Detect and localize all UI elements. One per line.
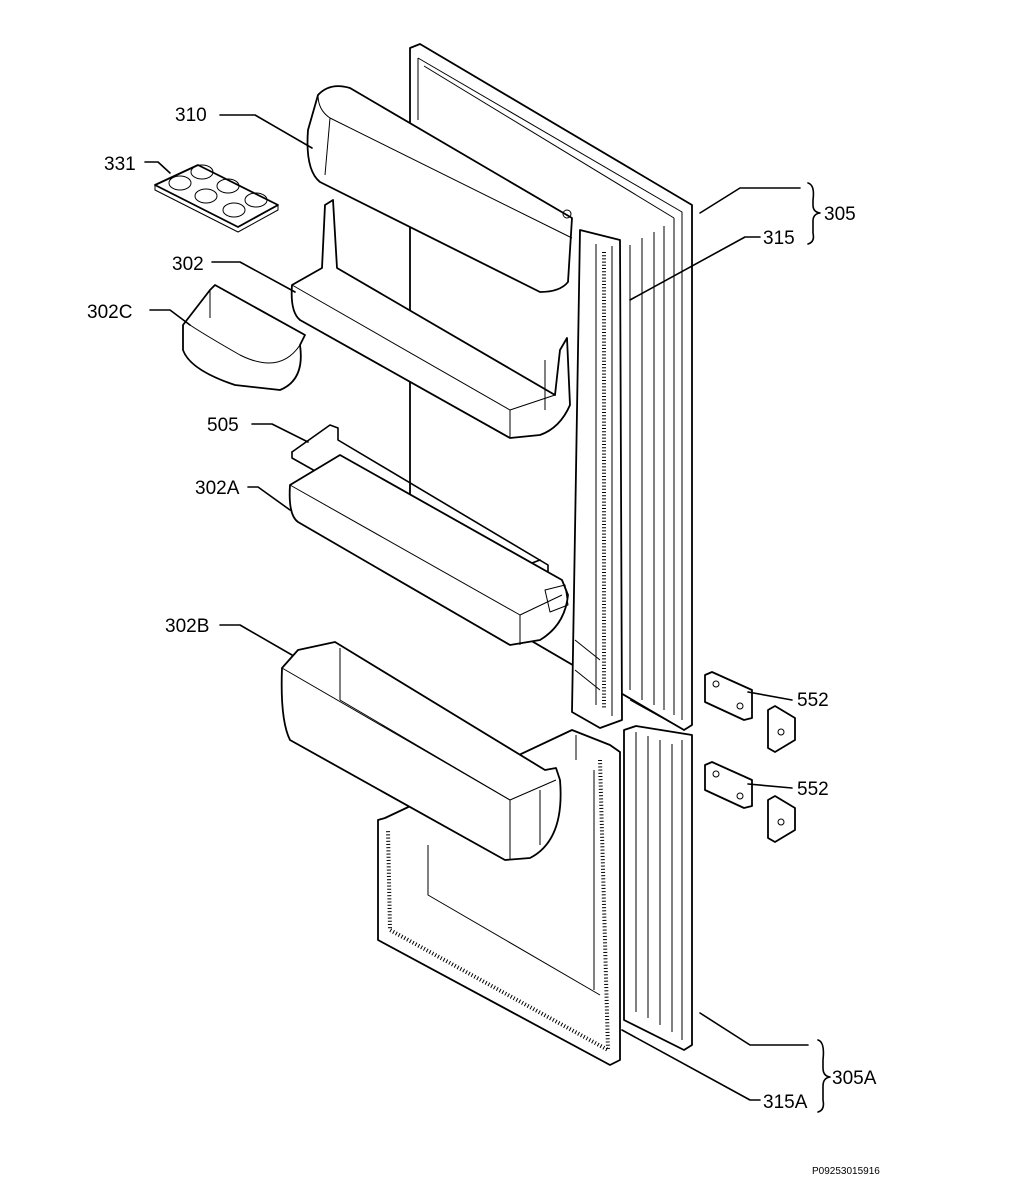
part-310-dairy-compartment-cover bbox=[306, 85, 573, 293]
brace-305 bbox=[807, 182, 821, 245]
label-305: 305 bbox=[824, 204, 856, 225]
part-552-upper-hinge-set bbox=[704, 671, 796, 753]
label-505: 505 bbox=[207, 415, 239, 436]
part-302b-bottle-bin bbox=[280, 641, 562, 861]
brace-305a bbox=[817, 1039, 831, 1113]
lower-door-panel bbox=[623, 725, 693, 1051]
label-310: 310 bbox=[175, 105, 207, 126]
label-552-upper: 552 bbox=[797, 690, 829, 711]
upper-gasket bbox=[571, 229, 623, 729]
label-305a: 305A bbox=[832, 1068, 877, 1089]
part-302-door-shelf bbox=[290, 199, 571, 439]
label-302a: 302A bbox=[195, 478, 240, 499]
label-331: 331 bbox=[104, 154, 136, 175]
label-302b: 302B bbox=[165, 616, 209, 637]
part-552-lower-hinge-set bbox=[704, 761, 796, 843]
drawing-number: P09253015916 bbox=[812, 1166, 880, 1177]
label-315a: 315A bbox=[763, 1092, 808, 1113]
part-302c-small-bin bbox=[182, 284, 306, 391]
label-552-lower: 552 bbox=[797, 779, 829, 800]
leader-lines bbox=[144, 114, 809, 1101]
label-302c: 302C bbox=[87, 302, 132, 323]
part-331-egg-tray bbox=[154, 164, 279, 233]
label-302: 302 bbox=[172, 254, 204, 275]
part-302a-door-shelf bbox=[288, 454, 569, 646]
label-315: 315 bbox=[763, 228, 795, 249]
